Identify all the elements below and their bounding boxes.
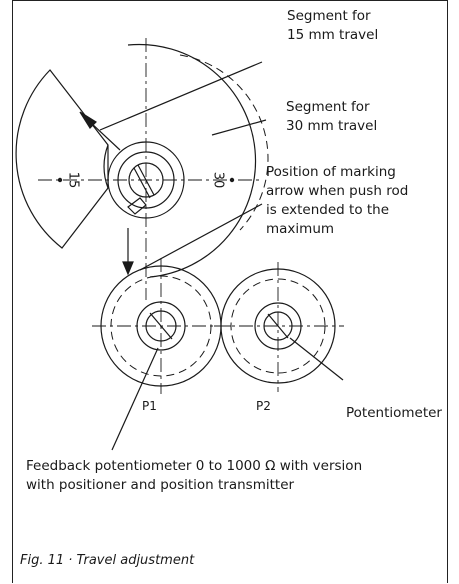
leader-segment-15 (99, 61, 263, 131)
segment-disc-dashed (179, 54, 269, 231)
scale-dot-right (229, 177, 235, 183)
label-segment-15mm: Segment for 15 mm travel (287, 8, 379, 43)
segment-sector-inner-arc (103, 144, 109, 189)
segment-disc-30mm (127, 43, 257, 278)
figure-caption: Fig. 11 · Travel adjustment (20, 553, 195, 568)
segment-sector-15mm (15, 69, 109, 249)
gear-label-p1: P1 (142, 399, 157, 413)
disc-hub-key (127, 197, 147, 215)
scale-mark-30: 30 (211, 172, 226, 189)
leader-marking-arrow (139, 203, 263, 271)
label-marking-arrow: Position of marking arrow when push rod … (266, 164, 409, 237)
disc-hub-slot (133, 164, 155, 199)
label-segment-30mm: Segment for 30 mm travel (286, 99, 378, 134)
scale-dot-left (57, 177, 63, 183)
leader-segment-15-shaft (89, 121, 121, 151)
leader-potentiometer (289, 337, 344, 381)
scale-mark-15: 15 (66, 172, 81, 189)
gear-label-p2: P2 (256, 399, 271, 413)
label-feedback-potentiometer: Feedback potentiometer 0 to 1000 Ω with … (26, 458, 363, 493)
leader-segment-30 (211, 119, 267, 136)
figure-frame (12, 0, 448, 583)
leader-feedback (111, 347, 159, 451)
label-potentiometer: Potentiometer (346, 405, 442, 421)
marking-arrow-head (122, 261, 134, 276)
